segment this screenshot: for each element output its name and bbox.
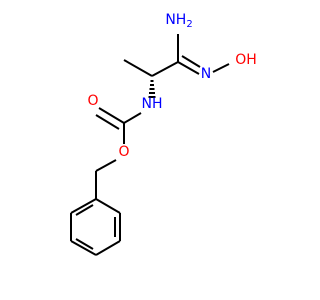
atom-labels: NH2 N OH NH O O [87, 12, 256, 160]
benzene-ring [70, 198, 121, 256]
ring-double-2 [75, 238, 94, 250]
bond-oester-ch2 [95, 159, 117, 172]
bond-camidine-n-b [181, 55, 201, 68]
atom-nh2: NH2 [165, 12, 192, 30]
bond-ccarbonyl-o-a [98, 107, 125, 124]
bond-camidine-n-a [177, 61, 200, 75]
bond-methyl-ca [123, 59, 153, 77]
bond-ca-camidine [151, 61, 179, 77]
atom-nh: NH [142, 96, 163, 112]
atom-hydroxyl: OH [235, 52, 257, 68]
stereo-hashed-wedge [148, 80, 156, 98]
molecule-structure: NH2 N OH NH O O [70, 12, 257, 256]
bonds [95, 34, 230, 199]
amine-label: NH2 [165, 12, 192, 30]
atom-imine-n: N [201, 66, 211, 82]
bond-ccarbonyl-o-b [95, 114, 120, 130]
bond-n-o [212, 63, 230, 73]
ring-double-3 [75, 204, 94, 216]
atom-ester-o: O [118, 144, 129, 160]
atom-carbonyl-o: O [87, 93, 98, 109]
bond-nh-ccarbonyl [123, 112, 142, 124]
